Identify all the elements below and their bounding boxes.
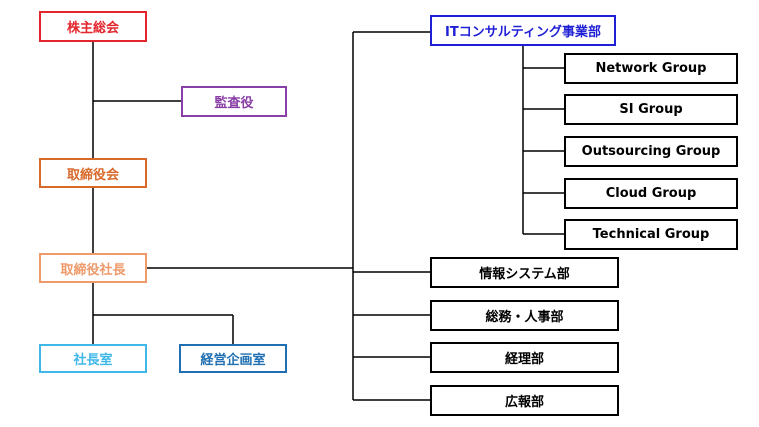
presidents-office-box: 社長室	[39, 344, 147, 373]
department-box: 経理部	[430, 342, 619, 373]
department-label: 広報部	[504, 395, 544, 410]
president-box: 取締役社長	[39, 253, 147, 283]
group-label: Technical Group	[592, 227, 710, 242]
department-label: 経理部	[504, 352, 544, 367]
group-box: Technical Group	[564, 219, 738, 250]
shareholders-meeting-box: 株主総会	[39, 11, 147, 42]
president-label: 取締役社長	[60, 262, 126, 278]
auditor-label: 監査役	[214, 96, 254, 111]
department-box: 広報部	[430, 385, 619, 416]
group-label: Network Group	[595, 61, 707, 76]
board-of-directors-label: 取締役会	[66, 167, 119, 183]
management-planning-box: 経営企画室	[179, 344, 287, 373]
shareholders-meeting-label: 株主総会	[66, 21, 119, 36]
department-box: 情報システム部	[430, 257, 619, 288]
department-box: 総務・人事部	[430, 300, 619, 331]
management-planning-label: 経営企画室	[200, 353, 266, 368]
group-label: Outsourcing Group	[581, 144, 721, 159]
department-label: 情報システム部	[479, 267, 570, 282]
group-label: Cloud Group	[605, 186, 697, 201]
group-box: Outsourcing Group	[564, 136, 738, 167]
presidents-office-label: 社長室	[73, 353, 113, 368]
board-of-directors-box: 取締役会	[39, 158, 147, 188]
group-box: SI Group	[564, 94, 738, 125]
it-consulting-division-label: ITコンサルティング事業部	[445, 25, 601, 40]
auditor-box: 監査役	[181, 86, 287, 117]
group-box: Cloud Group	[564, 178, 738, 209]
group-box: Network Group	[564, 53, 738, 84]
it-consulting-division-box: ITコンサルティング事業部	[430, 15, 616, 46]
department-label: 総務・人事部	[485, 310, 564, 325]
group-label: SI Group	[619, 102, 683, 117]
